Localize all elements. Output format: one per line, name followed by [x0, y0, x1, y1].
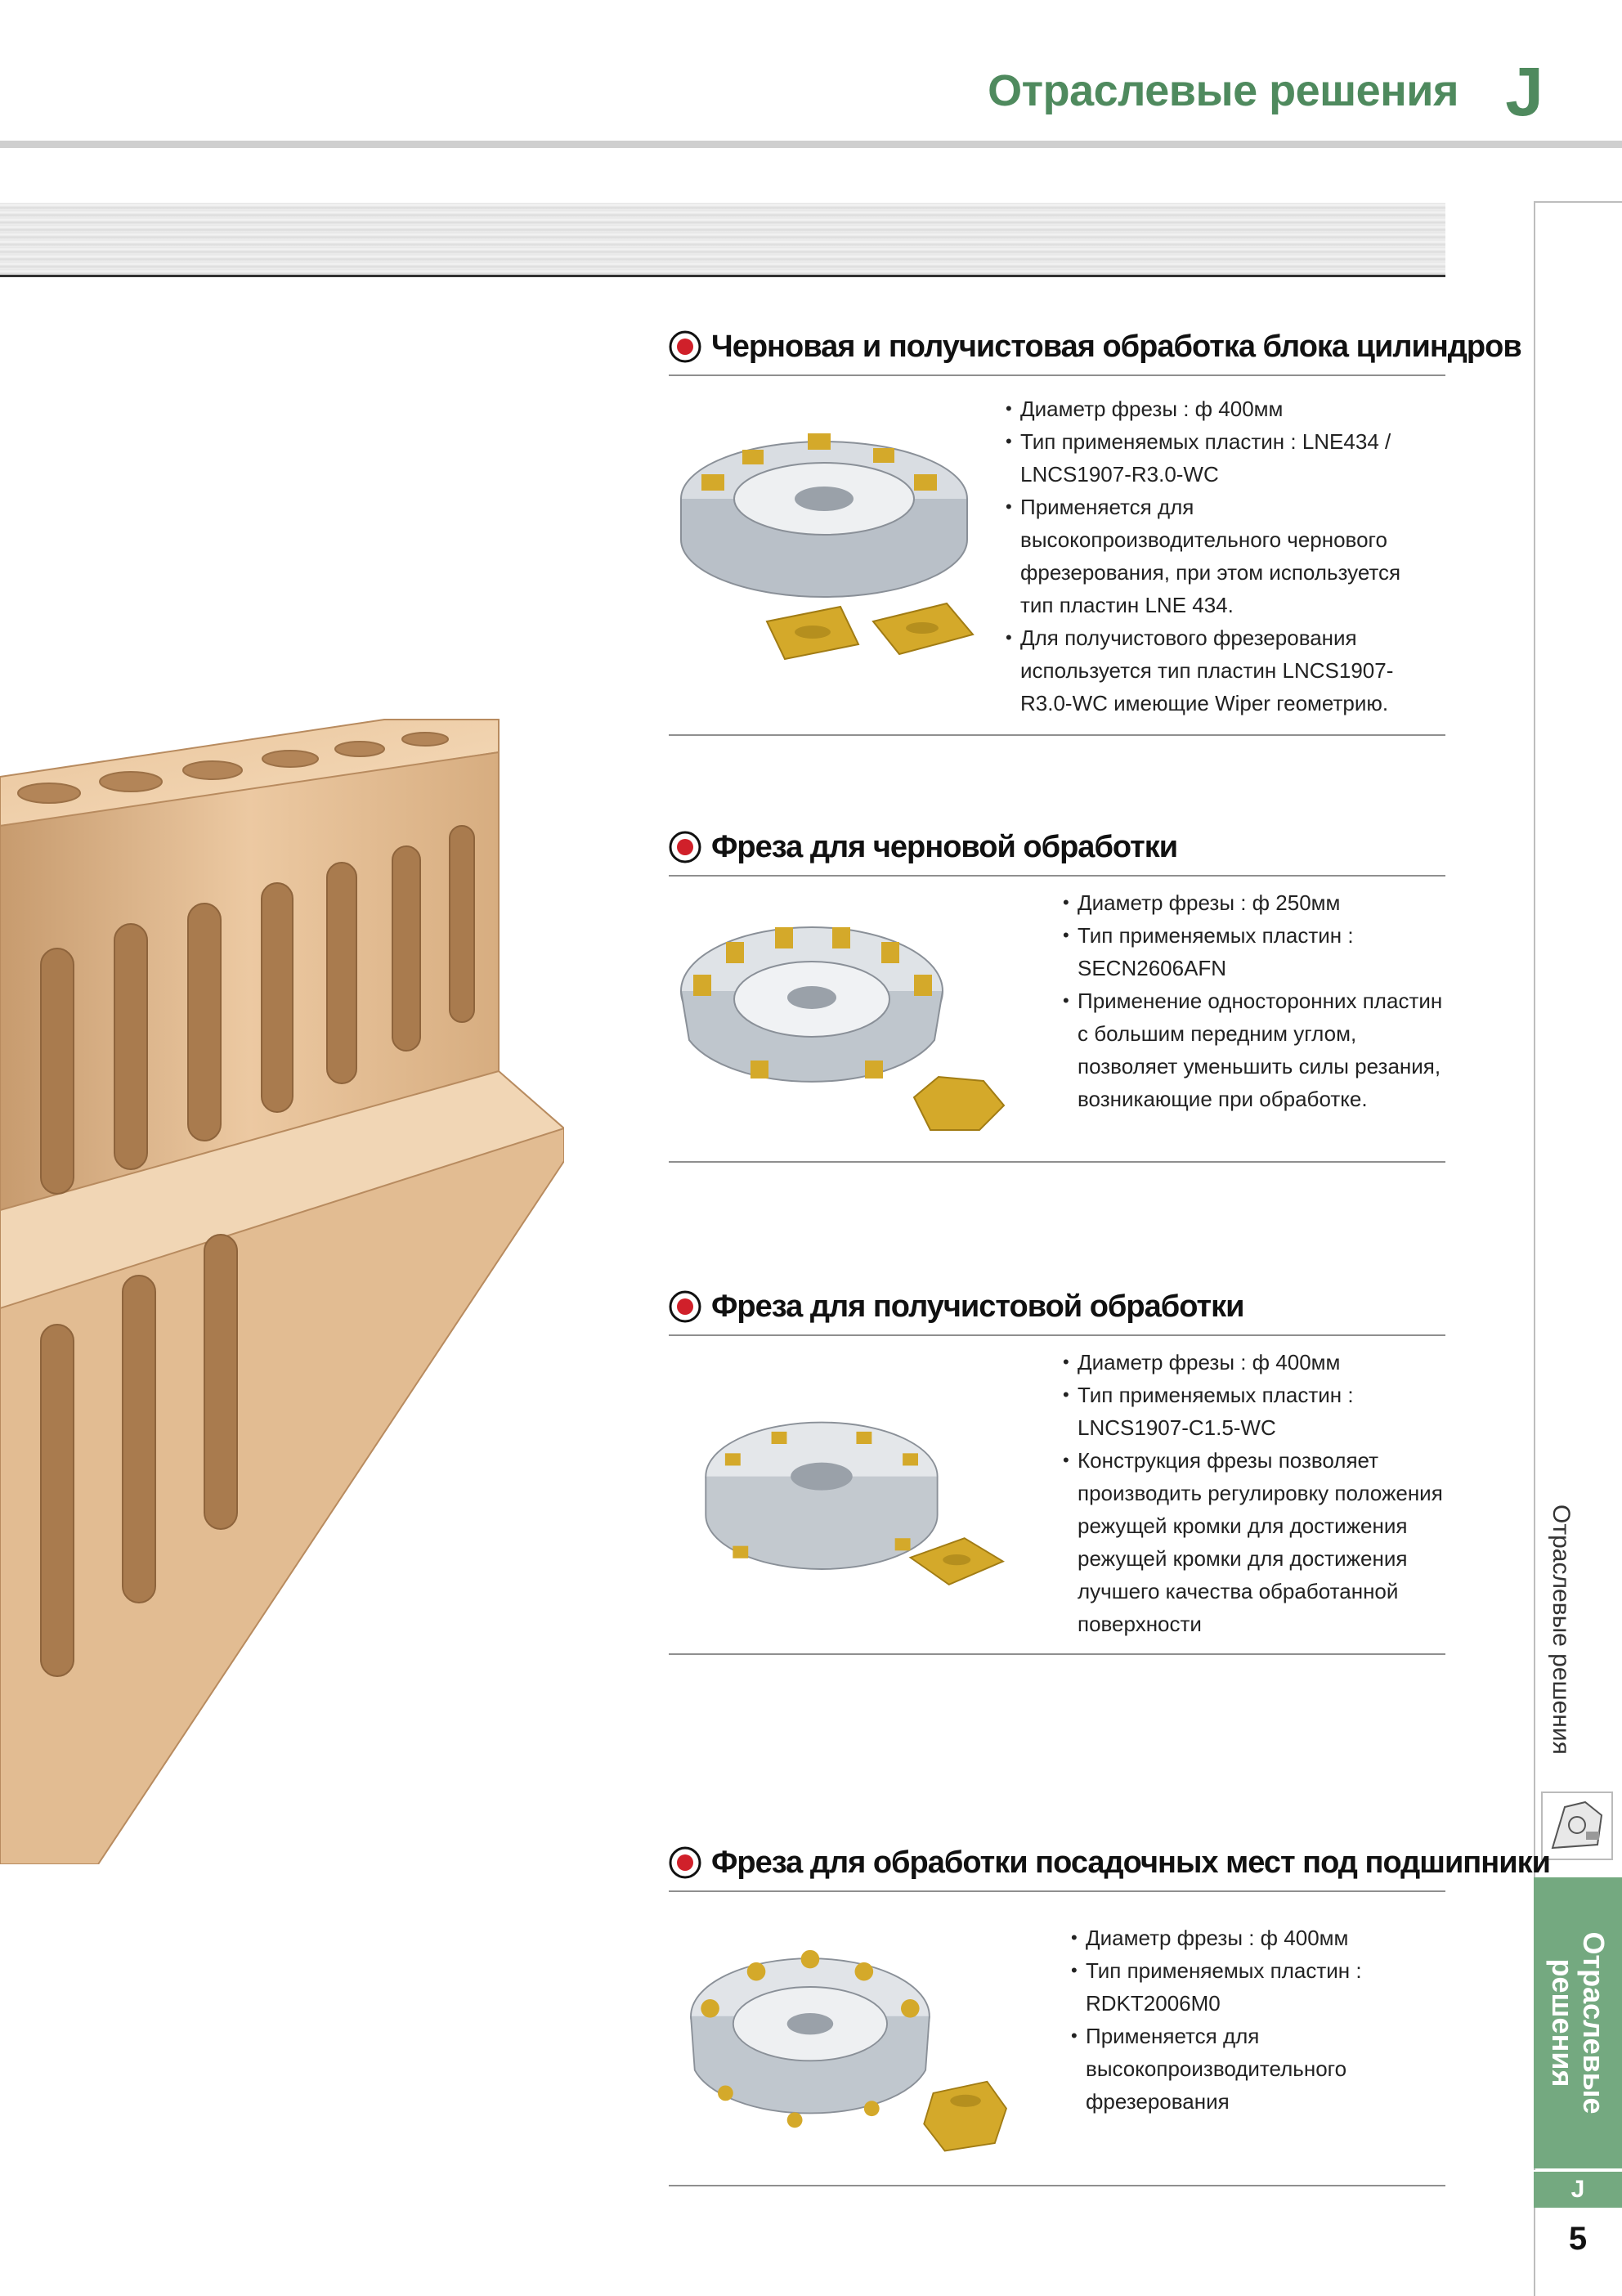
face-mill-cutter-image — [680, 433, 975, 661]
section-header: Фреза для черновой обработки — [669, 826, 1445, 868]
section-title: Фреза для получистовой обработки — [711, 1289, 1244, 1324]
section-semi-finish-mill: Фреза для получистовой обработки Диаметр… — [669, 1285, 1445, 1655]
section-cylinder-block: Черновая и получистовая обработка блока … — [669, 325, 1522, 736]
spec-item: Тип применяемых пластин : RDKT2006M0 — [1071, 1954, 1447, 2020]
side-tab-letter: J — [1534, 2170, 1622, 2208]
bearing-seat-cutter-image — [690, 1949, 1007, 2152]
page-header-title: Отраслевые решения — [988, 66, 1458, 115]
spec-item: Применяется для высокопроизводительного … — [1006, 491, 1431, 621]
section-rule — [669, 1653, 1445, 1655]
section-rough-mill: Фреза для черновой обработки Диаметр фре… — [669, 826, 1445, 1163]
section-title: Фреза для обработки посадочных мест под … — [711, 1845, 1551, 1880]
target-bullet-icon — [669, 330, 701, 363]
spec-item: Диаметр фрезы : ф 400мм — [1006, 392, 1431, 425]
spec-item: Диаметр фрезы : ф 400мм — [1063, 1346, 1447, 1379]
section-header: Фреза для получистовой обработки — [669, 1285, 1445, 1328]
decorative-banner — [0, 203, 1445, 277]
target-bullet-icon — [669, 831, 701, 863]
spec-list: Диаметр фрезы : ф 400мм Тип применяемых … — [1006, 392, 1431, 720]
cylinder-block-image — [0, 719, 564, 1864]
section-rule — [669, 1161, 1445, 1163]
spec-item: Тип применяемых пластин : LNCS1907-C1.5-… — [1063, 1379, 1447, 1444]
section-title: Черновая и получистовая обработка блока … — [711, 329, 1522, 364]
section-bearing-seat-mill: Фреза для обработки посадочных мест под … — [669, 1841, 1551, 2186]
rough-mill-cutter-image — [680, 926, 1006, 1131]
semi-finish-cutter-image — [705, 1421, 1005, 1585]
spec-list: Диаметр фрезы : ф 250мм Тип применяемых … — [1063, 886, 1447, 1115]
side-tab-frame — [1534, 201, 1622, 2296]
section-rule — [669, 875, 1445, 877]
spec-item: Применяется для высокопроизводительного … — [1071, 2020, 1447, 2118]
machine-part-icon — [1541, 1792, 1613, 1860]
section-rule — [669, 2185, 1445, 2186]
section-rule — [669, 374, 1445, 376]
spec-item: Применение односторонних пластин с больш… — [1063, 984, 1447, 1115]
page-number: 5 — [1568, 2221, 1588, 2257]
side-tab-active-label: Отраслевые решения — [1546, 1931, 1611, 2114]
spec-item: Конструкция фрезы позволяет производить … — [1063, 1444, 1447, 1640]
spec-item: Тип применяемых пластин : SECN2606AFN — [1063, 919, 1447, 984]
spec-item: Диаметр фрезы : ф 250мм — [1063, 886, 1447, 919]
spec-list: Диаметр фрезы : ф 400мм Тип применяемых … — [1063, 1346, 1447, 1640]
header-rule — [0, 141, 1622, 148]
side-tab-label: Отраслевые решения — [1548, 1505, 1575, 1755]
spec-item: Тип применяемых пластин : LNE434 / LNCS1… — [1006, 425, 1431, 491]
spec-item: Для получистового фрезерования используе… — [1006, 621, 1431, 720]
section-rule — [669, 1890, 1445, 1892]
chapter-letter: J — [1505, 53, 1544, 130]
section-header: Фреза для обработки посадочных мест под … — [669, 1841, 1551, 1884]
section-header: Черновая и получистовая обработка блока … — [669, 325, 1522, 368]
section-rule — [669, 734, 1445, 736]
target-bullet-icon — [669, 1290, 701, 1323]
target-bullet-icon — [669, 1846, 701, 1879]
spec-list: Диаметр фрезы : ф 400мм Тип применяемых … — [1071, 1922, 1447, 2118]
side-tab-active[interactable]: Отраслевые решения — [1534, 1877, 1622, 2168]
spec-item: Диаметр фрезы : ф 400мм — [1071, 1922, 1447, 1954]
section-rule — [669, 1334, 1445, 1336]
section-title: Фреза для черновой обработки — [711, 829, 1178, 864]
